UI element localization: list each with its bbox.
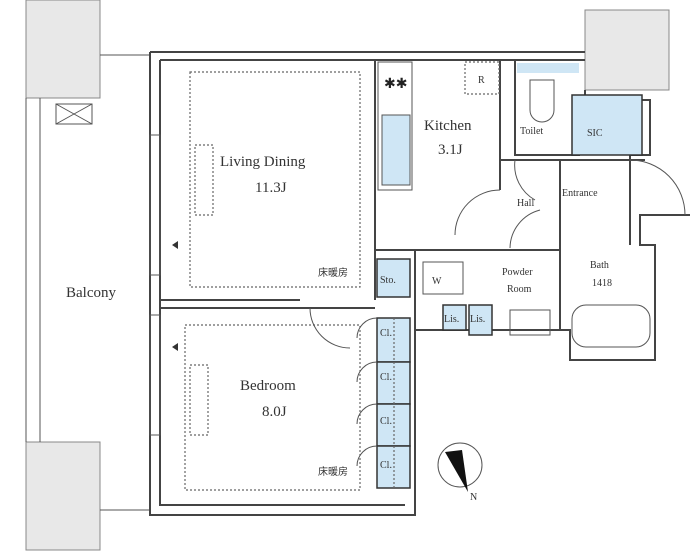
kitchen-counter <box>377 61 413 191</box>
bathtub <box>571 304 651 348</box>
linen-label: Lis. <box>444 314 459 325</box>
room-size-kitchen: 3.1J <box>438 142 463 158</box>
column-top-left <box>25 0 101 99</box>
closet-label: Cl. <box>380 372 392 383</box>
closet-doors <box>309 307 378 467</box>
floor-heating-label: 床暖房 <box>318 266 348 279</box>
room-label-kitchen: Kitchen <box>424 118 472 134</box>
washbasin <box>509 309 551 336</box>
interior-walls <box>160 60 645 330</box>
closet-label: Cl. <box>380 416 392 427</box>
linen-label: Lis. <box>470 314 485 325</box>
linen-storage <box>442 304 467 331</box>
column-bottom-left <box>25 441 101 551</box>
room-label-powder-2: Room <box>507 284 532 295</box>
floor-heating-area-bedroom <box>184 324 361 491</box>
room-label-entrance: Entrance <box>562 188 598 199</box>
storage <box>376 258 411 298</box>
room-size-bedroom: 8.0J <box>262 404 287 420</box>
aircon-living <box>194 144 214 216</box>
north-arrow-icon <box>445 450 468 492</box>
floor-heating-label: 床暖房 <box>318 465 348 478</box>
toilet-shelf <box>517 63 579 73</box>
washer-label: W <box>432 276 442 287</box>
compass-north-label: N <box>470 492 477 503</box>
closet-label: Cl. <box>380 460 392 471</box>
compass <box>437 442 483 492</box>
room-label-bedroom: Bedroom <box>240 378 296 394</box>
toilet-bowl <box>529 79 555 123</box>
washer-pan <box>422 261 464 295</box>
shoe-in-closet <box>571 94 643 156</box>
entry-arrow-icon <box>172 343 178 351</box>
room-label-powder-1: Powder <box>502 267 533 278</box>
room-label-toilet: Toilet <box>520 126 543 137</box>
floor-heating-area-living <box>189 71 361 288</box>
aircon-bedroom <box>189 364 209 436</box>
room-size-living: 11.3J <box>255 180 287 196</box>
linen-storage <box>468 304 493 336</box>
exterior-wall <box>149 51 690 516</box>
storage-label: Sto. <box>380 275 396 286</box>
closet-label: Cl. <box>380 328 392 339</box>
refrigerator-label: R <box>478 75 485 86</box>
refrigerator-space <box>464 61 500 95</box>
doors <box>454 159 686 249</box>
room-label-bath: Bath <box>590 260 609 271</box>
room-label-sic: SIC <box>587 128 603 139</box>
stove-icon: ✱✱ <box>384 77 407 92</box>
closets <box>376 317 411 489</box>
room-label-balcony: Balcony <box>66 285 116 301</box>
room-size-bath: 1418 <box>592 278 612 289</box>
entry-arrow-icon <box>172 241 178 249</box>
room-label-hall: Hall <box>517 198 534 209</box>
window-bedroom <box>149 314 161 436</box>
sink <box>381 114 411 186</box>
room-label-living: Living Dining <box>220 154 306 170</box>
window-living <box>149 134 161 276</box>
column-top-right <box>584 9 670 91</box>
vent-box <box>55 103 93 125</box>
